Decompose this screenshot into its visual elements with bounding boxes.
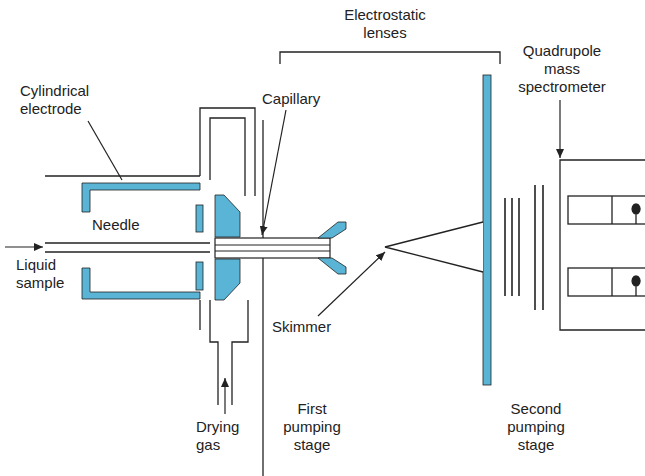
part-label: Electrostatic lenses (335, 6, 435, 42)
part-label: Drying gas (196, 418, 256, 454)
cylindrical-electrode (82, 183, 203, 299)
part-label: Quadrupole mass spectrometer (512, 42, 612, 96)
part-label: Capillary (262, 90, 342, 108)
part-label: Needle (92, 216, 162, 234)
part-label: Skimmer (272, 318, 352, 336)
needle (45, 243, 210, 252)
quadrupole (560, 160, 645, 330)
leader-lines (5, 100, 560, 414)
bracket (280, 52, 500, 64)
part-label: Second pumping stage (496, 400, 576, 454)
part-label: First pumping stage (272, 400, 352, 454)
source-housing (45, 108, 263, 476)
part-label: Cylindrical electrode (20, 82, 115, 118)
part-label: Liquid sample (16, 256, 78, 292)
electrostatic-lenses (505, 185, 543, 310)
capillary (215, 222, 346, 274)
skimmer (385, 75, 491, 385)
